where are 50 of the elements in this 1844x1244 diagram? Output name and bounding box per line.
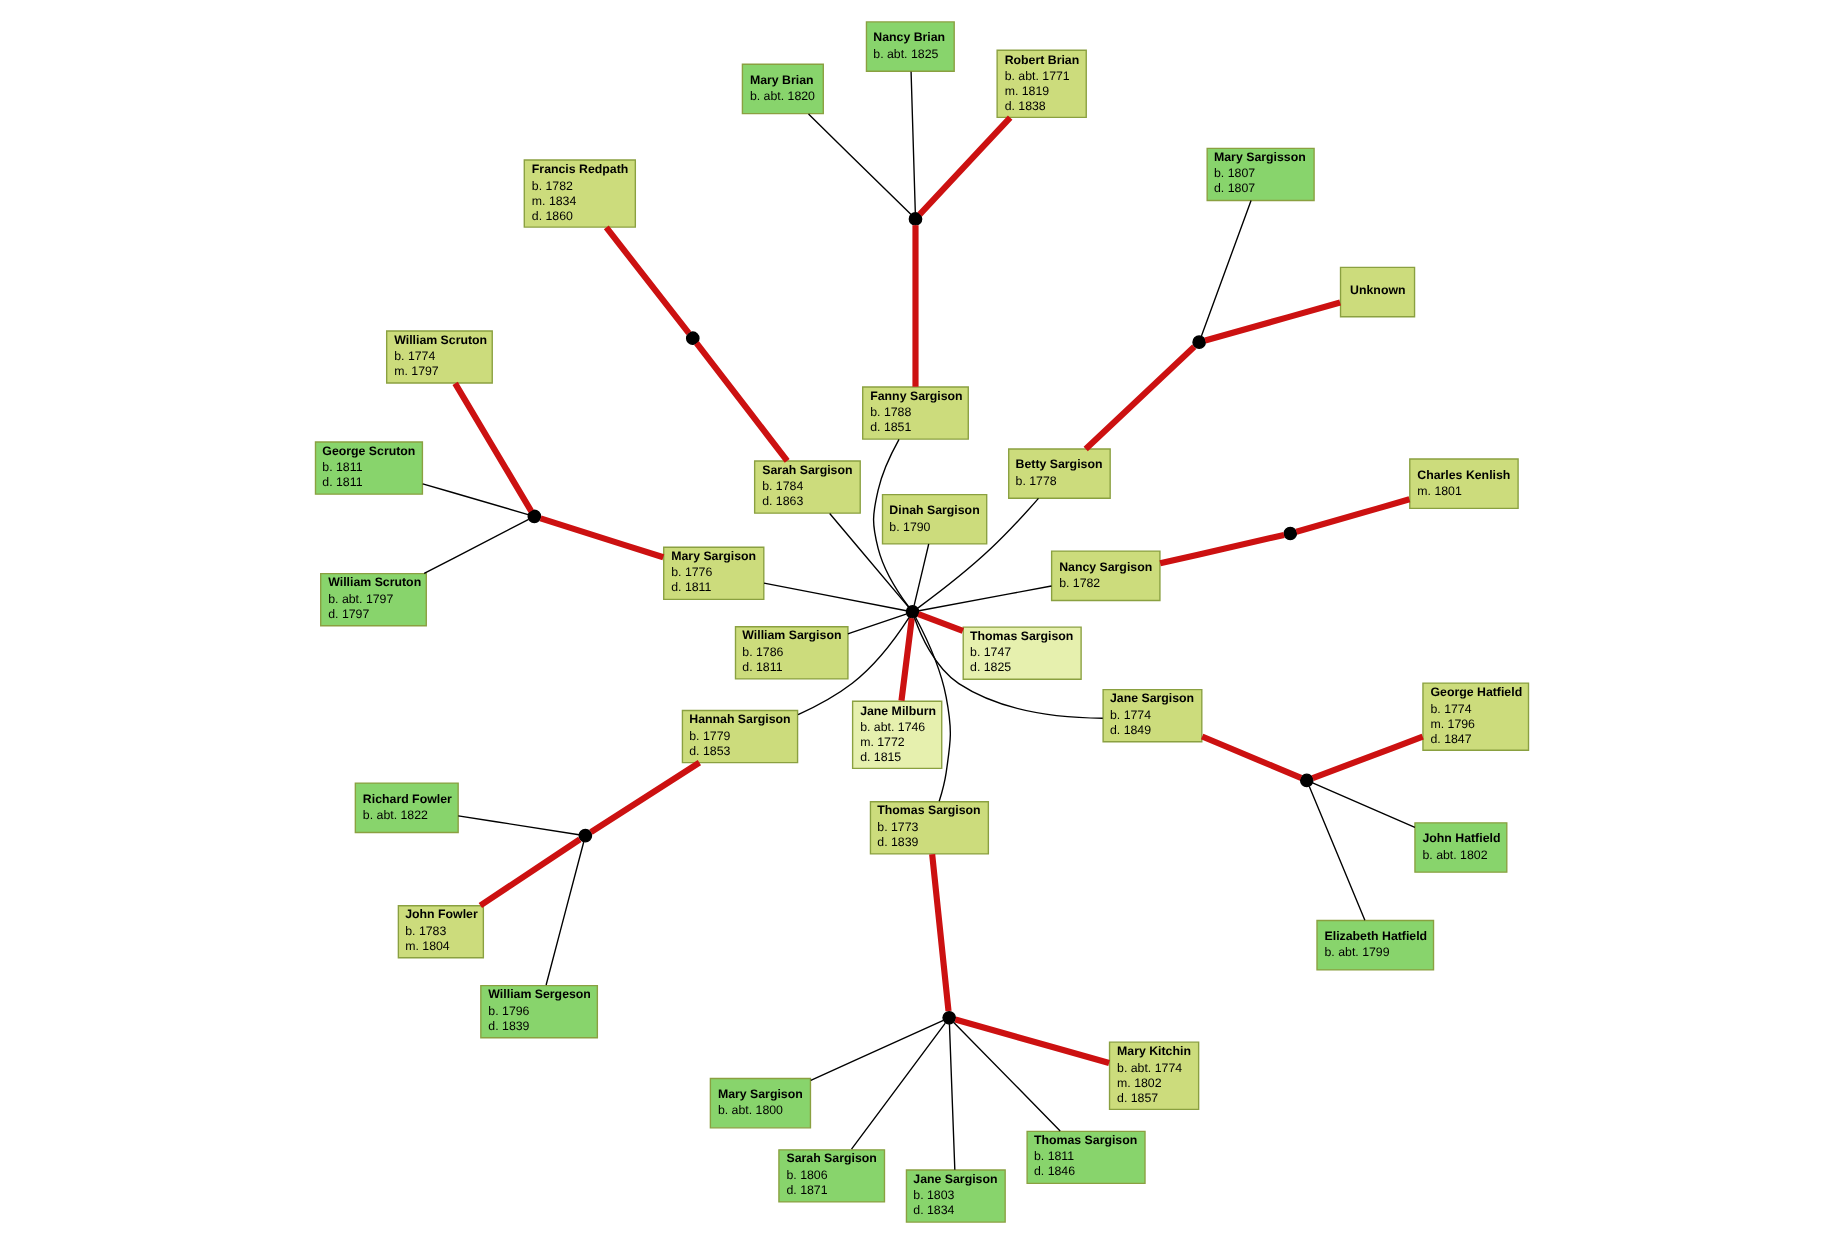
connector: [797, 616, 910, 716]
connector: [918, 585, 1053, 612]
connector: [810, 1019, 945, 1082]
connector: [914, 616, 952, 802]
connector: [1159, 531, 1285, 567]
connector: [898, 617, 915, 701]
connector: [1200, 199, 1252, 337]
connector: [913, 617, 1104, 719]
node-circle: [1299, 773, 1314, 788]
connector: [847, 613, 907, 635]
connector: [917, 115, 1013, 217]
connector: [539, 515, 665, 561]
connector: [603, 225, 692, 336]
connector: [912, 225, 919, 387]
connector: [953, 1021, 1061, 1132]
connector: [423, 518, 530, 575]
node-circle: [1192, 335, 1206, 349]
connector: [910, 71, 916, 214]
connector: [913, 543, 930, 607]
connector: [1311, 782, 1416, 829]
connector: [948, 1023, 956, 1171]
connector: [917, 611, 964, 634]
connector: [872, 438, 910, 608]
node-circle: [685, 331, 700, 346]
connector: [422, 483, 529, 516]
connector: [1295, 496, 1411, 535]
connector: [589, 760, 702, 835]
connector: [954, 1016, 1110, 1066]
connector: [1083, 344, 1197, 452]
connector: [478, 836, 582, 909]
connector: [694, 341, 790, 463]
connector: [545, 841, 585, 986]
node-circle: [908, 212, 923, 226]
connector: [929, 853, 952, 1012]
connector: [829, 512, 910, 608]
connector: [1311, 733, 1424, 781]
connector: [807, 113, 912, 216]
connector: [1204, 299, 1341, 344]
connector: [1308, 785, 1366, 921]
node-circle: [1283, 526, 1298, 541]
connector: [452, 381, 534, 513]
node-circle: [905, 605, 920, 619]
connector: [1200, 733, 1303, 781]
connector: [457, 815, 580, 836]
node-circle: [578, 828, 593, 843]
node-circle: [527, 509, 542, 524]
connector: [763, 582, 908, 612]
connector: [917, 497, 1040, 609]
node-circle: [942, 1010, 957, 1025]
connector: [850, 1022, 946, 1150]
